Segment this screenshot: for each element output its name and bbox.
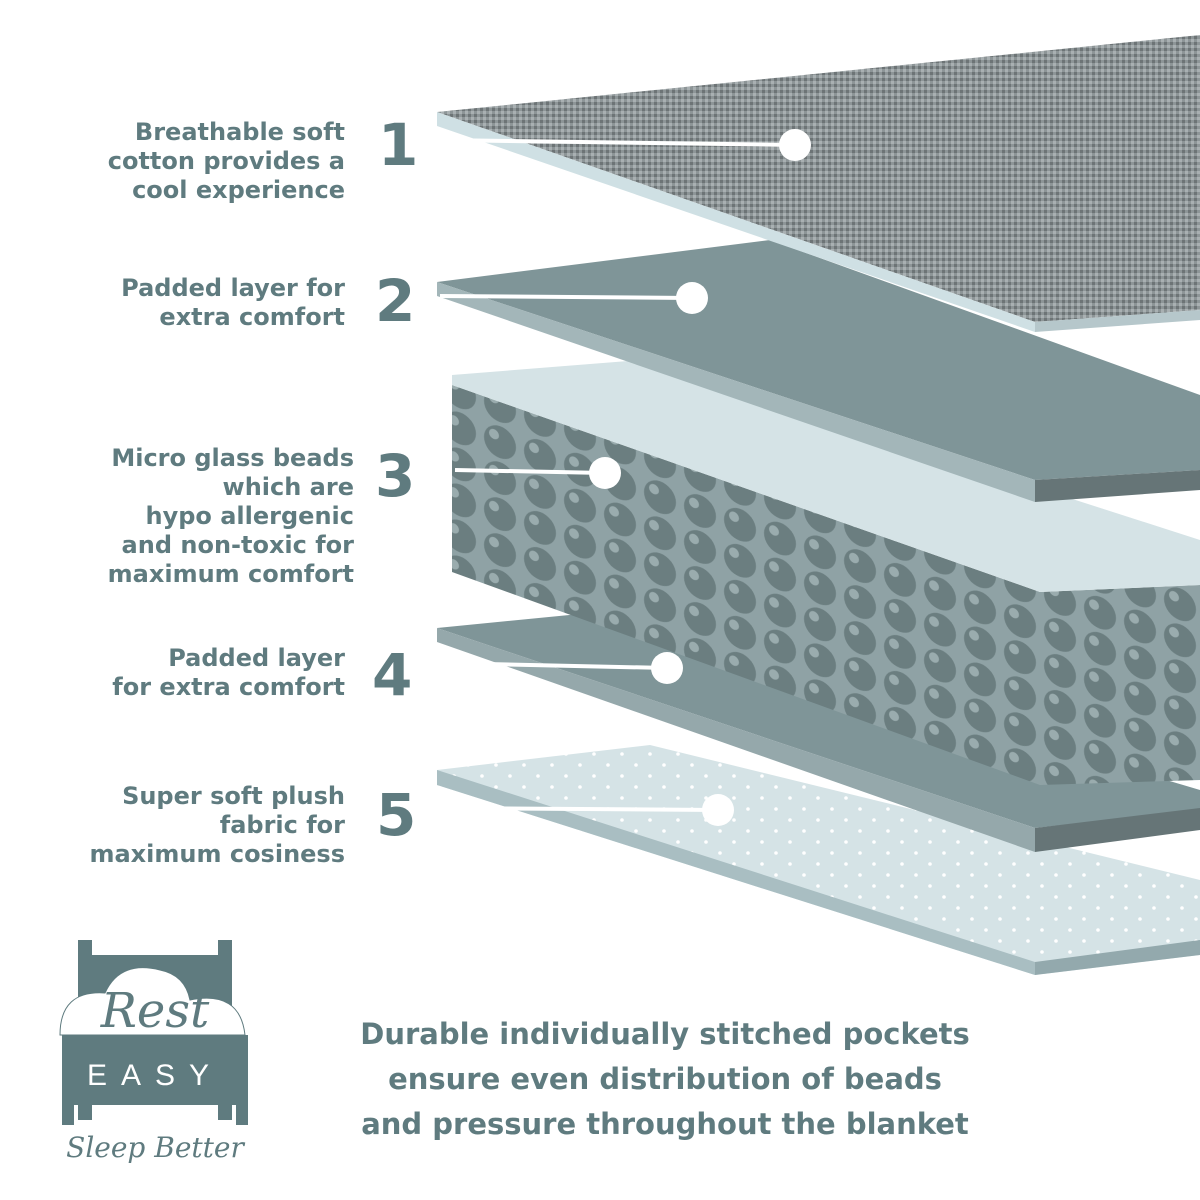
footer-description: Durable individually stitched pockets en… bbox=[360, 1017, 970, 1141]
layer-1-number: 1 bbox=[378, 111, 419, 179]
layer-5-number: 5 bbox=[376, 781, 417, 849]
logo-tagline: Sleep Better bbox=[66, 1131, 245, 1164]
callout-pointers bbox=[439, 129, 811, 826]
layer-4-number: 4 bbox=[372, 641, 413, 709]
layer-3-label: Micro glass beads which are hypo allerge… bbox=[107, 444, 354, 588]
layer-2-number: 2 bbox=[375, 267, 416, 335]
layer-3-number: 3 bbox=[375, 442, 416, 510]
layer-1-cotton bbox=[437, 35, 1200, 332]
logo-rest: Rest bbox=[100, 983, 210, 1039]
rest-easy-logo: Rest EASY Sleep Better bbox=[50, 935, 260, 1175]
layer-4-label: Padded layer for extra comfort bbox=[112, 644, 345, 701]
layer-3-beads bbox=[452, 360, 1200, 785]
layer-2-padding bbox=[437, 240, 1200, 502]
layer-5-label: Super soft plush fabric for maximum cosi… bbox=[89, 782, 345, 868]
layer-2-label: Padded layer for extra comfort bbox=[121, 274, 345, 331]
layer-1-label: Breathable soft cotton provides a cool e… bbox=[107, 118, 345, 204]
logo-easy: EASY bbox=[87, 1059, 223, 1092]
layer-5-plush bbox=[437, 745, 1200, 975]
